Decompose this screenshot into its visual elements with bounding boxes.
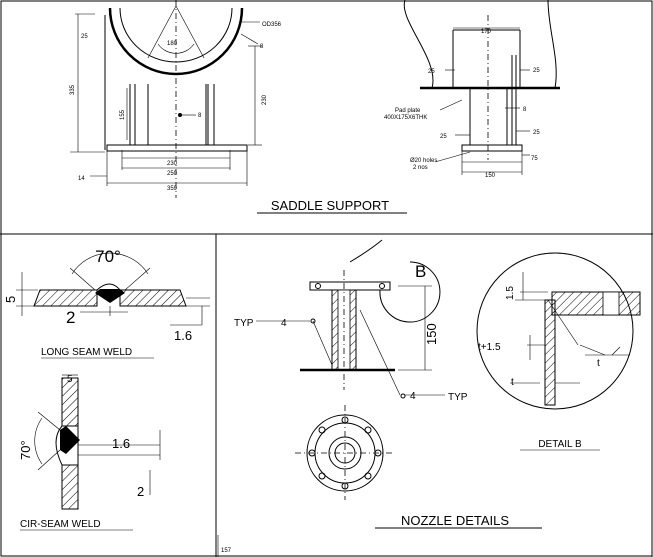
holes-label: Ø20 holes bbox=[410, 158, 437, 164]
detail-b-dim-t: t bbox=[511, 377, 514, 388]
dim-8-side: 8 bbox=[523, 107, 527, 113]
cir-seam-angle: 70° bbox=[18, 440, 33, 460]
dim-25-right: 25 bbox=[533, 68, 540, 74]
long-seam-weld-detail: 70° 5 2 1.6 LONG SEAM WELD bbox=[3, 247, 210, 359]
holes-count: 2 nos bbox=[413, 165, 428, 171]
cir-seam-title: CIR-SEAM WELD bbox=[20, 519, 101, 530]
long-seam-dim-1-6: 1.6 bbox=[174, 328, 192, 343]
dim-75: 75 bbox=[531, 156, 538, 162]
typ-right: TYP bbox=[448, 392, 468, 403]
pad-plate-label: Pad plate bbox=[395, 108, 421, 114]
saddle-side-view: 170 25 25 8 25 25 75 150 Pad plate 400X1… bbox=[384, 0, 560, 179]
long-seam-title: LONG SEAM WELD bbox=[41, 347, 132, 358]
dim-335: 335 bbox=[70, 84, 76, 95]
nozzle-details-title: NOZZLE DETAILS bbox=[401, 513, 509, 528]
nozzle-height-150: 150 bbox=[424, 323, 439, 345]
saddle-support-title: SADDLE SUPPORT bbox=[271, 198, 389, 213]
dim-150-side: 150 bbox=[485, 173, 496, 179]
dim-359: 359 bbox=[167, 186, 178, 192]
dim-od: OD356 bbox=[262, 22, 282, 28]
detail-b: 1.5 t+1.5 t t bbox=[476, 252, 641, 410]
detail-b-dim-t15: t+1.5 bbox=[478, 342, 501, 353]
footer-mark: 157 bbox=[221, 548, 232, 554]
dim-25-low-right: 25 bbox=[533, 130, 540, 136]
cir-seam-dim-2: 2 bbox=[137, 484, 144, 499]
cir-seam-weld-detail: 5 70° 1.6 2 CIR-SEAM WELD bbox=[18, 374, 161, 531]
cir-seam-dim-5: 5 bbox=[67, 374, 73, 385]
dim-25-low-left: 25 bbox=[440, 134, 447, 140]
dim-25: 25 bbox=[81, 34, 88, 40]
typ-left: TYP bbox=[234, 318, 254, 329]
detail-b-callout: B bbox=[415, 262, 426, 281]
dim-170: 170 bbox=[481, 29, 492, 35]
saddle-front-view: 25 OD356 8 180 335 230 155 8 230 250 359… bbox=[70, 0, 282, 198]
weld-size-left: 4 bbox=[281, 318, 287, 329]
nozzle-elevation: B 150 TYP 4 4 TYP bbox=[234, 239, 468, 403]
dim-8: 8 bbox=[260, 44, 264, 50]
dim-250: 250 bbox=[167, 171, 178, 177]
detail-b-title: DETAIL B bbox=[538, 439, 582, 450]
dim-230-v: 230 bbox=[262, 94, 268, 105]
long-seam-dim-5: 5 bbox=[3, 296, 18, 303]
long-seam-dim-2: 2 bbox=[66, 308, 75, 327]
dim-angle-180: 180 bbox=[167, 41, 178, 47]
dim-25-left: 25 bbox=[428, 69, 435, 75]
dim-230-h: 230 bbox=[167, 161, 178, 167]
dim-8-web: 8 bbox=[198, 113, 202, 119]
dim-155: 155 bbox=[120, 109, 126, 120]
nozzle-plan bbox=[295, 405, 395, 500]
weld-size-right: 4 bbox=[410, 391, 416, 402]
detail-b-dim-1-5: 1.5 bbox=[505, 286, 516, 300]
cir-seam-dim-1-6: 1.6 bbox=[112, 436, 130, 451]
detail-b-weld-t: t bbox=[597, 358, 600, 369]
dim-14: 14 bbox=[78, 176, 85, 182]
long-seam-angle: 70° bbox=[95, 247, 121, 266]
pad-plate-size: 400X175X6THK bbox=[384, 115, 427, 121]
